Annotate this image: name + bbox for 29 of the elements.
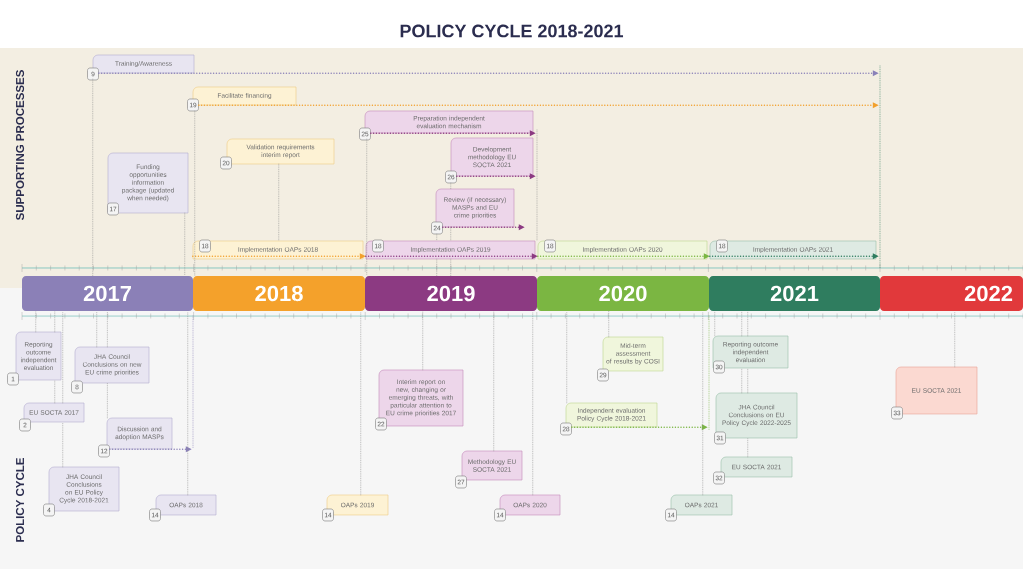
- year-bar: 2022: [880, 276, 1023, 311]
- year-bar: 2017: [22, 276, 193, 311]
- year-bar: 2021: [709, 276, 880, 311]
- year-bar: 2019: [365, 276, 537, 311]
- leader-line: [714, 310, 716, 337]
- leader-line: [106, 382, 108, 419]
- deadline-marker: [879, 65, 881, 269]
- leader-line: [62, 421, 64, 468]
- leader-line: [422, 310, 424, 371]
- leader-line: [366, 138, 368, 277]
- year-bar: 2018: [193, 276, 365, 311]
- leader-line: [608, 310, 610, 338]
- leader-line: [493, 310, 495, 452]
- leader-line: [436, 258, 438, 277]
- leader-line: [35, 310, 37, 333]
- title: POLICY CYCLE 2018-2021: [400, 24, 624, 38]
- leader-line: [360, 310, 362, 496]
- leader-line: [62, 310, 64, 404]
- leader-line: [96, 310, 98, 348]
- leader-line: [566, 310, 568, 404]
- leader-line: [194, 110, 196, 277]
- year-bar: 2020: [537, 276, 709, 311]
- leader-line: [532, 310, 534, 496]
- deadline-marker: [708, 315, 710, 431]
- leader-line: [106, 310, 108, 348]
- leader-line: [450, 258, 452, 277]
- leader-line: [954, 310, 956, 368]
- leader-line: [702, 310, 704, 496]
- leader-line: [187, 310, 189, 496]
